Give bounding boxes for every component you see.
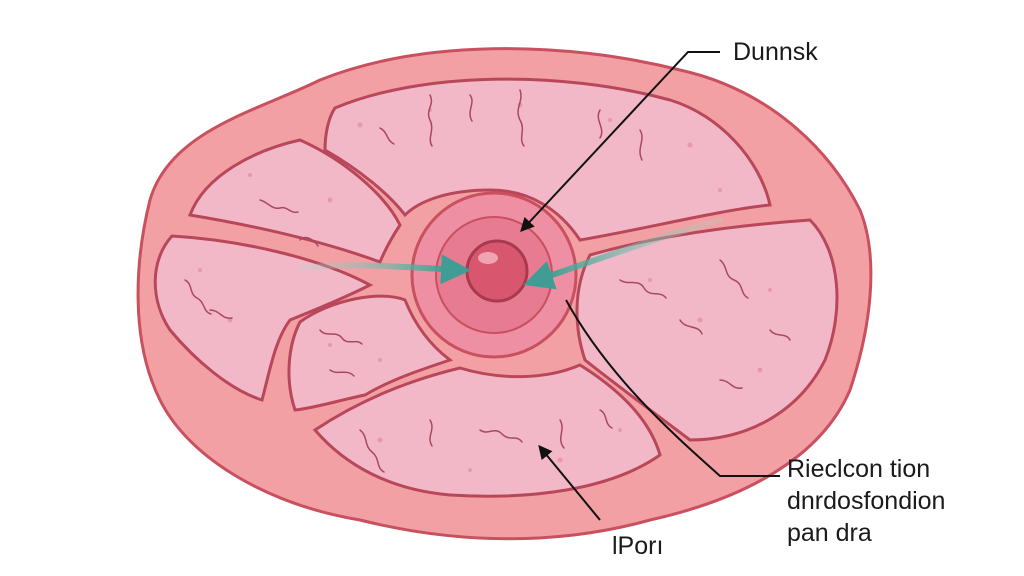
segment-upper-left — [187, 138, 402, 264]
label-right-line-2: dnrdosfondion — [787, 487, 946, 515]
center-nucleus — [465, 239, 529, 303]
segment-right — [575, 218, 839, 442]
segment-top — [323, 77, 772, 242]
segment-texture — [198, 102, 772, 472]
label-bottom: lPorı — [612, 532, 664, 560]
teal-arrow-icon — [523, 217, 723, 290]
label-right-line-3: pan dra — [787, 519, 872, 547]
label-right-line-1: Rieclcon tion — [787, 455, 931, 483]
nucleus-highlight — [478, 252, 498, 264]
teal-arrow-icon — [297, 254, 471, 285]
segment-bottom — [312, 363, 662, 498]
pointer-line-right — [565, 299, 780, 477]
segment-center-left — [287, 294, 454, 412]
fiber-lines — [184, 89, 791, 473]
tissue-segments — [153, 77, 839, 498]
segment-left — [153, 234, 374, 402]
pointer-line-top — [520, 51, 720, 233]
label-top: Dunnsk — [733, 38, 818, 66]
label-right: Rieclcon tion dnrdosfondion pan dra — [787, 453, 945, 549]
pointer-line-bottom — [538, 444, 601, 521]
